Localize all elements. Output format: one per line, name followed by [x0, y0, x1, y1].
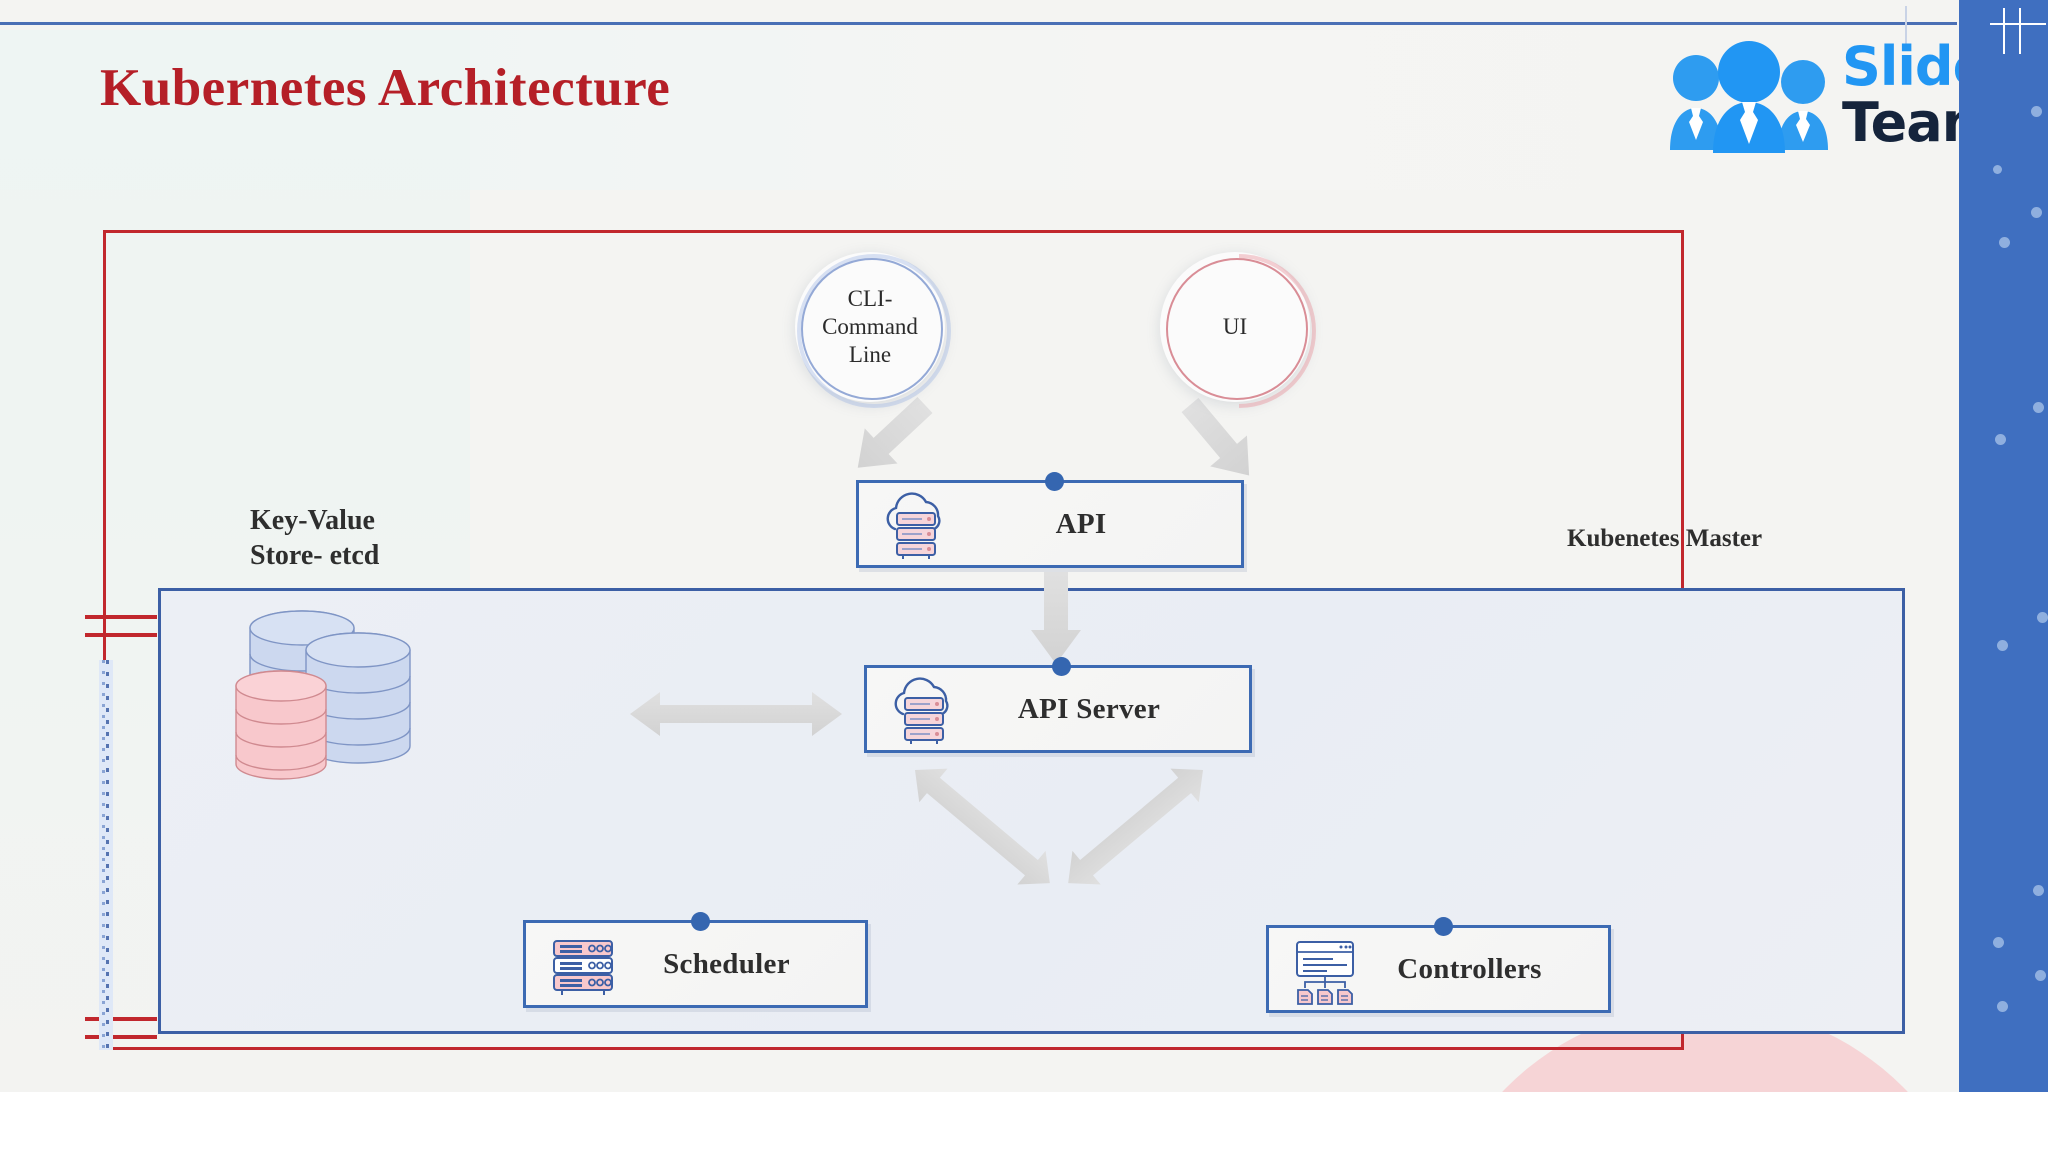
cloud-server-icon [886, 492, 941, 559]
cli-circle-ring [801, 258, 943, 400]
ui-circle-label: UI [1222, 313, 1248, 339]
node-controllers[interactable]: Controllers [1266, 917, 1611, 1013]
node-scheduler-label: Scheduler [663, 947, 790, 980]
arrow-etcd-to-apiserver [630, 692, 842, 736]
arrow-apiserver-to-controllers [1068, 768, 1203, 885]
cli-circle-glow [797, 254, 951, 408]
left-bracket-top-1 [85, 615, 157, 619]
node-scheduler[interactable]: Scheduler [523, 912, 868, 1008]
scheduler-connector-dot [691, 912, 710, 931]
panel-dot [1995, 434, 2006, 445]
panel-dot [2033, 885, 2044, 896]
panel-dot [1999, 237, 2010, 248]
connector-arrows [630, 396, 1250, 885]
arrow-cli-to-api [857, 396, 933, 468]
controller-nodes-icon [1296, 941, 1354, 1005]
panel-dot [2033, 402, 2044, 413]
node-api-server-label: API Server [1017, 692, 1161, 725]
three-people-with-ties-icon [1670, 41, 1828, 153]
panel-dot [1997, 640, 2008, 651]
panel-dot [2031, 106, 2042, 117]
source-circle-cli[interactable]: CLI- Command Line [795, 252, 951, 408]
api-connector-dot [1045, 472, 1064, 491]
left-bracket-top-2 [85, 633, 157, 637]
arrow-apiserver-to-scheduler [915, 768, 1050, 885]
panel-dot [2037, 612, 2048, 623]
header-rule [0, 22, 1957, 25]
node-api[interactable]: API [856, 472, 1244, 568]
slide-canvas: Kubernetes Architecture Slide Team [0, 0, 2048, 1092]
kubernetes-master-box [158, 588, 1905, 1034]
left-bracket-bottom-2 [85, 1035, 157, 1039]
right-accent-panel [1959, 0, 2048, 1092]
bottom-white-strip [0, 1092, 2048, 1152]
server-rack-icon [553, 940, 613, 995]
cloud-server-icon [894, 677, 949, 744]
kubernetes-master-label: Kubenetes Master [1567, 525, 1763, 552]
cli-circle-label: CLI- Command Line [822, 285, 918, 368]
panel-dot [2031, 207, 2042, 218]
database-cylinders-icon [235, 610, 411, 780]
header-rule-tick [1905, 6, 1907, 44]
arrow-ui-to-api [1181, 397, 1250, 476]
arrow-api-to-apiserver [1031, 572, 1081, 664]
dotted-accent-strip [99, 660, 113, 1050]
node-api-label: API [1055, 507, 1107, 540]
etcd-label: Key-Value Store- etcd [250, 505, 380, 571]
api-server-connector-dot [1052, 657, 1071, 676]
panel-dot [1997, 1001, 2008, 1012]
left-bracket-bottom-1 [85, 1017, 157, 1021]
controllers-connector-dot [1434, 917, 1453, 936]
page-title: Kubernetes Architecture [100, 59, 671, 117]
crosshair-icon [1990, 8, 2046, 54]
node-api-server[interactable]: API Server [864, 657, 1252, 753]
panel-dot [1993, 937, 2004, 948]
panel-dot [2035, 970, 2046, 981]
source-circle-ui[interactable]: UI [1160, 252, 1316, 408]
ui-circle-ring [1166, 258, 1308, 400]
panel-dot [1993, 165, 2002, 174]
node-controllers-label: Controllers [1397, 952, 1542, 985]
